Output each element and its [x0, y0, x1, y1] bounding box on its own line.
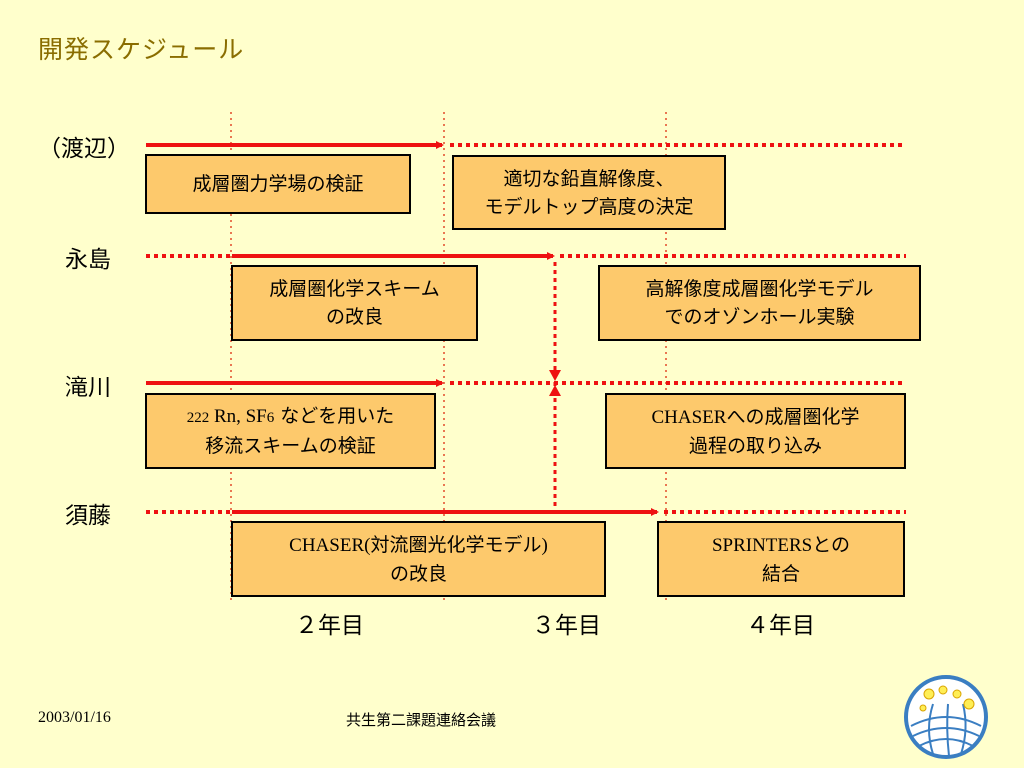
slide-title: 開発スケジュール: [38, 35, 245, 64]
task-advection-scheme: 222 Rn, SF6 などを用いた 移流スキームの検証: [145, 393, 436, 469]
task-label-rest: への成層圏化学: [726, 405, 860, 428]
task-chaser-strat-chem: CHASERへの成層圏化学 過程の取り込み: [605, 393, 906, 469]
task-sprinters-coupling: SPRINTERSとの 結合: [657, 521, 905, 597]
task-label-line2: の改良: [325, 306, 383, 328]
task-label-line2: の改良: [389, 562, 447, 585]
year-label-2: ２年目: [295, 613, 364, 639]
task-label-line2: 過程の取り込み: [688, 434, 822, 457]
task-ozone-hole: 高解像度成層圏化学モデル でのオゾンホール実験: [598, 265, 921, 341]
task-label-line1: 高解像度成層圏化学モデル: [645, 278, 874, 300]
person-takigawa: 滝川: [65, 375, 111, 401]
task-label-line1: 成層圏化学スキーム: [269, 278, 440, 300]
person-sudo: 須藤: [65, 503, 111, 529]
task-label-line1: 222 Rn, SF6 などを用いた: [187, 402, 395, 432]
person-watanabe: （渡辺）: [38, 136, 130, 162]
task-label-rest: 対流圏光化学モデル: [370, 533, 542, 556]
person-nagashima: 永島: [65, 247, 111, 273]
chaser-name: CHASER(: [289, 534, 371, 556]
year-label-4: ４年目: [746, 613, 815, 639]
task-label-line2: でのオゾンホール実験: [664, 306, 855, 328]
task-chem-scheme: 成層圏化学スキーム の改良: [231, 265, 478, 341]
chaser-name: CHASER: [651, 406, 727, 428]
task-label-line2: 結合: [761, 562, 800, 585]
isotope-number: 222: [186, 410, 210, 426]
sprinters-name: SPRINTERS: [711, 534, 813, 556]
year-label-3: ３年目: [532, 613, 601, 639]
task-label-line1: 適切な鉛直解像度、: [503, 167, 675, 190]
task-label-line1: SPRINTERSとの: [712, 531, 850, 560]
task-label-rest: との: [812, 533, 851, 556]
dependency-arrow-up: [549, 385, 561, 396]
task-label: 成層圏力学場の検証: [192, 173, 364, 195]
tracer-names: Rn, SF: [209, 406, 267, 427]
sf6-subscript: 6: [266, 410, 275, 426]
task-label-line1: CHASER(対流圏光化学モデル): [289, 531, 548, 560]
task-stratosphere-dynamics: 成層圏力学場の検証: [145, 154, 411, 214]
task-label-line1: CHASERへの成層圏化学: [652, 403, 860, 432]
footer-date: 2003/01/16: [38, 709, 111, 726]
task-label-rest: などを用いた: [274, 405, 395, 427]
footer-meeting: 共生第二課題連絡会議: [346, 711, 497, 729]
task-label-line2: 移流スキームの検証: [205, 435, 376, 457]
task-label-line2: モデルトップ高度の決定: [484, 195, 694, 218]
close-paren: ): [541, 534, 548, 556]
task-vertical-resolution: 適切な鉛直解像度、 モデルトップ高度の決定: [452, 155, 726, 230]
task-chaser-improve: CHASER(対流圏光化学モデル) の改良: [231, 521, 606, 597]
globe-logo-icon: [904, 675, 988, 759]
dependency-arrow-down: [549, 370, 561, 381]
